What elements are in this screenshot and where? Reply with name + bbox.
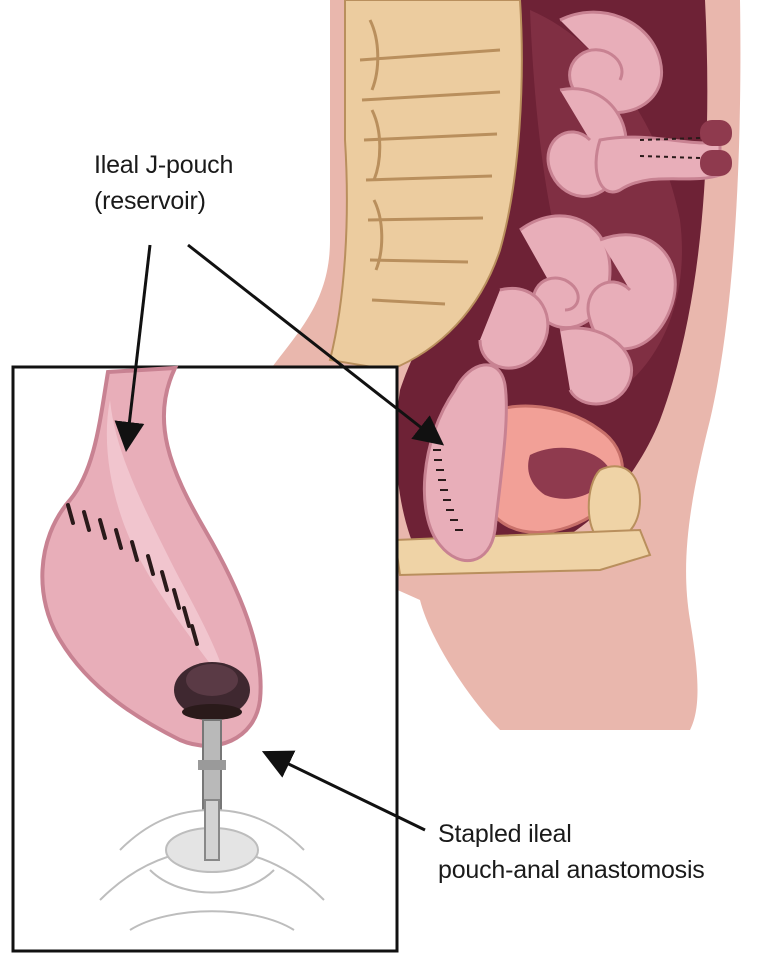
label-ileal-j-pouch: Ileal J-pouch (reservoir)	[94, 147, 233, 219]
label-ileal-j-pouch-line1: Ileal J-pouch	[94, 147, 233, 183]
shaft-ring	[198, 760, 226, 770]
label-ileal-j-pouch-line2: (reservoir)	[94, 183, 233, 219]
inset-panel	[13, 367, 397, 951]
anvil-base	[182, 704, 242, 720]
stapler-post	[205, 800, 219, 860]
anvil-top	[186, 664, 238, 696]
label-stapled-anastomosis-line1: Stapled ileal	[438, 816, 705, 852]
label-stapled-anastomosis-line2: pouch-anal anastomosis	[438, 852, 705, 888]
label-stapled-anastomosis: Stapled ileal pouch-anal anastomosis	[438, 816, 705, 888]
